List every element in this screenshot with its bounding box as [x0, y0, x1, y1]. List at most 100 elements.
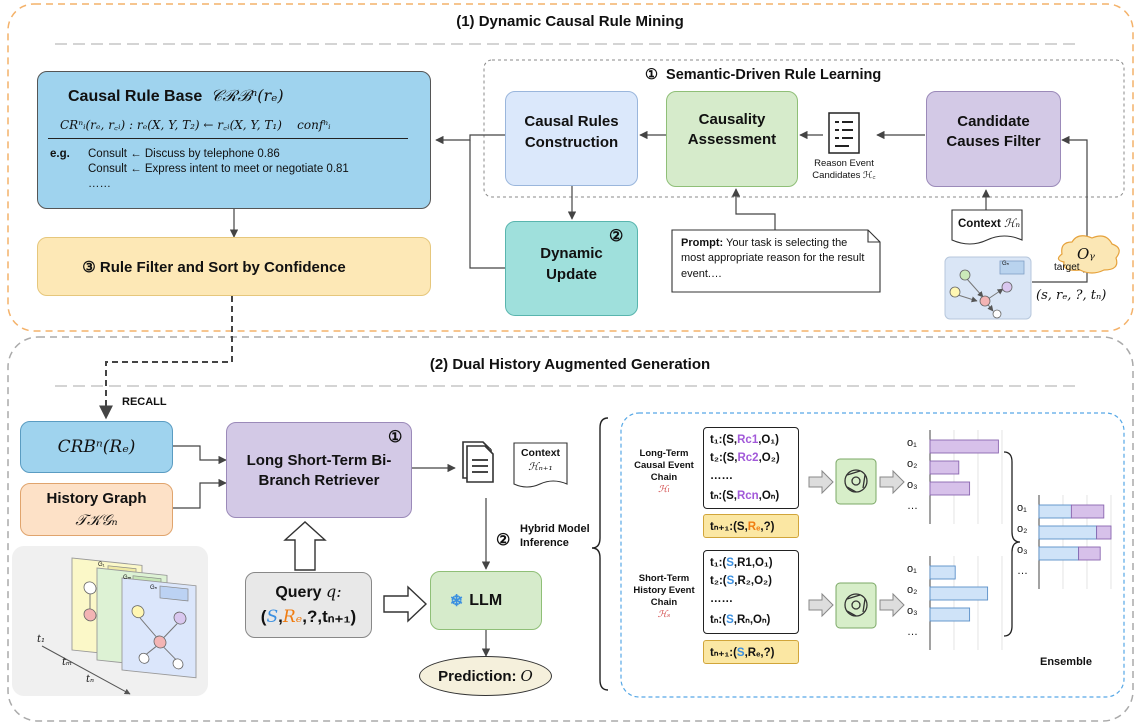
llm-box: ❄ LLM — [430, 571, 542, 630]
eg-label: e.g. — [50, 148, 70, 160]
ensemble-bar — [1038, 525, 1098, 540]
long-term-label: Long-Term Causal Event Chain ℋₗ — [626, 448, 702, 496]
tkg-label: 𝒯𝒦𝒢ₙ — [75, 511, 118, 529]
dynamic-update-label: Dynamic Update — [540, 245, 603, 283]
history-graph-box: History Graph 𝒯𝒦𝒢ₙ — [20, 483, 173, 536]
brace-left — [591, 417, 609, 691]
ensemble-bar — [1038, 546, 1080, 561]
causality-assessment-box: Causality Assessment — [666, 91, 798, 187]
chart-category-label: … — [907, 626, 918, 638]
query-tuple-2: (S,Rₑ,?,tₙ₊₁) — [260, 607, 357, 627]
context-hn: Context ℋₙ — [958, 216, 1020, 230]
crb-formula: CRⁿᵢ(rₑ, r꜀ᵢ) : rₑ(X, Y, T₂) ← r꜀ᵢ(X, Y,… — [60, 118, 331, 132]
retriever-number: ① — [388, 429, 403, 446]
mini-graph-tag: Gₙ — [1002, 261, 1010, 267]
graph-tag-1: G₁ — [98, 562, 105, 568]
retriever-box: Long Short-Term Bi-Branch Retriever ① — [226, 422, 412, 518]
chart-category-label: o₁ — [907, 437, 917, 449]
reason-event-line2: Candidates ℋ꜀ — [812, 169, 876, 181]
prediction-label: Prediction: — [438, 667, 517, 685]
crb-small-box: CRBⁿ(Rₑ) — [20, 421, 173, 473]
eg-line2: Consult ← Express intent to meet or nego… — [88, 163, 349, 175]
hollow-arrow-right — [383, 585, 428, 623]
short-term-label: Short-Term History Event Chain ℋₛ — [626, 573, 702, 621]
chart-category-label: o₃ — [907, 605, 918, 617]
brace-right — [1003, 451, 1021, 637]
target-label: target — [1054, 262, 1080, 273]
ensemble-label: Ensemble — [1040, 656, 1092, 668]
prompt-note — [671, 229, 881, 293]
eg-line1: Consult ← Discuss by telephone 0.86 — [88, 148, 280, 160]
rule-filter-box: ③ Rule Filter and Sort by Confidence — [37, 237, 431, 296]
ensemble-bar — [1038, 504, 1072, 519]
crb-title-math: 𝒞ℛℬⁿ(rₑ) — [210, 86, 284, 105]
query-rest: ,?,tₙ₊₁) — [302, 607, 357, 626]
short-chain-row-n: tₙ:(S,Rₙ,Oₙ) — [710, 614, 771, 626]
prompt-label: Prompt: — [681, 237, 724, 249]
prediction-o: O — [520, 667, 533, 685]
query-re: Rₑ — [282, 607, 303, 627]
oy-label: Oᵧ — [1077, 245, 1095, 263]
context-note-shape — [951, 209, 1023, 245]
long-chain-box: t₁:(S,Rc1,O₁) t₂:(S,Rc2,O₂) …… tₙ:(S,Rcn… — [703, 427, 799, 509]
query-tuple: (s, rₑ, ?, tₙ) — [1036, 288, 1107, 303]
graph-tag-n: Gₙ — [150, 585, 158, 591]
time-label-n: tₙ — [86, 674, 95, 685]
recall-label: RECALL — [122, 396, 167, 408]
query-box: Query q: (S,Rₑ,?,tₙ₊₁) — [245, 572, 372, 638]
long-term-label-text: Long-Term Causal Event Chain — [634, 448, 694, 483]
chart-category-label: o₂ — [1017, 523, 1028, 535]
reason-event-line1: Reason Event — [814, 158, 874, 169]
short-chain-row-1: t₁:(S,R1,O₁) — [710, 557, 773, 569]
recall-arrow — [99, 296, 233, 420]
crb-small-label: CRBⁿ(Rₑ) — [57, 437, 136, 457]
bar-charts — [929, 430, 1112, 650]
context-doc-icon — [462, 441, 494, 483]
time-label-m: tₘ — [62, 657, 73, 668]
purple-bar — [929, 439, 999, 454]
long-chain-row-n: tₙ:(S,Rcn,Oₙ) — [710, 490, 780, 502]
history-graph-label: History Graph — [46, 490, 147, 507]
causal-rule-base: Causal Rule Base 𝒞ℛℬⁿ(rₑ) CRⁿᵢ(rₑ, r꜀ᵢ) … — [37, 71, 431, 209]
query-s: S — [266, 607, 279, 627]
reason-event-candidates: Reason Event Candidates ℋ꜀ — [804, 158, 884, 182]
section1-container — [7, 3, 1134, 332]
query-q: q: — [326, 582, 342, 601]
chart-category-label: o₁ — [907, 563, 917, 575]
short-chain-row-ellipsis: …… — [710, 593, 733, 605]
llm-label: LLM — [469, 591, 503, 609]
context-label: Context — [958, 218, 1001, 230]
dynamic-update-box: Dynamic Update — [505, 221, 638, 316]
context2: Context ℋₙ₊₁ — [514, 447, 567, 474]
purple-bar — [929, 460, 960, 475]
context2-note-shape — [513, 442, 568, 488]
gpt-box-short — [835, 582, 877, 629]
context-math: ℋₙ — [1004, 216, 1021, 230]
blue-bar — [929, 586, 989, 601]
candidate-causes-filter-label: Candidate Causes Filter — [946, 112, 1041, 150]
gpt-box-long — [835, 458, 877, 505]
time-label-1: t₁ — [37, 634, 46, 645]
context2-math: ℋₙ₊₁ — [528, 460, 553, 473]
causal-rules-construction-box: Causal Rules Construction — [505, 91, 638, 186]
prediction-ellipse: Prediction: O — [419, 656, 552, 696]
snowflake-icon: ❄ — [449, 592, 464, 610]
semantic-title: ① Semantic-Driven Rule Learning — [645, 67, 882, 83]
chart-category-label: … — [1017, 565, 1028, 577]
query-label: Query — [275, 584, 322, 601]
hollow-arrow-up — [283, 521, 327, 571]
causality-assessment-label: Causality Assessment — [687, 110, 777, 148]
rule-filter-label: ③ Rule Filter and Sort by Confidence — [82, 258, 346, 276]
chart-category-label: … — [907, 500, 918, 512]
prompt-body: Your task is selecting the most appropri… — [681, 237, 865, 280]
ensemble-bar — [1096, 525, 1112, 540]
ensemble-bar — [1078, 546, 1101, 561]
long-chain-row-2: t₂:(S,Rc2,O₂) — [710, 452, 780, 464]
eg-ellipsis: …… — [88, 178, 111, 190]
chart-category-label: o₂ — [907, 458, 918, 470]
section2-container — [7, 336, 1134, 722]
graph-tag-m: Gₘ — [123, 575, 132, 581]
long-chain-row-1: t₁:(S,Rc1,O₁) — [710, 434, 779, 446]
tkg-stack — [12, 546, 208, 696]
